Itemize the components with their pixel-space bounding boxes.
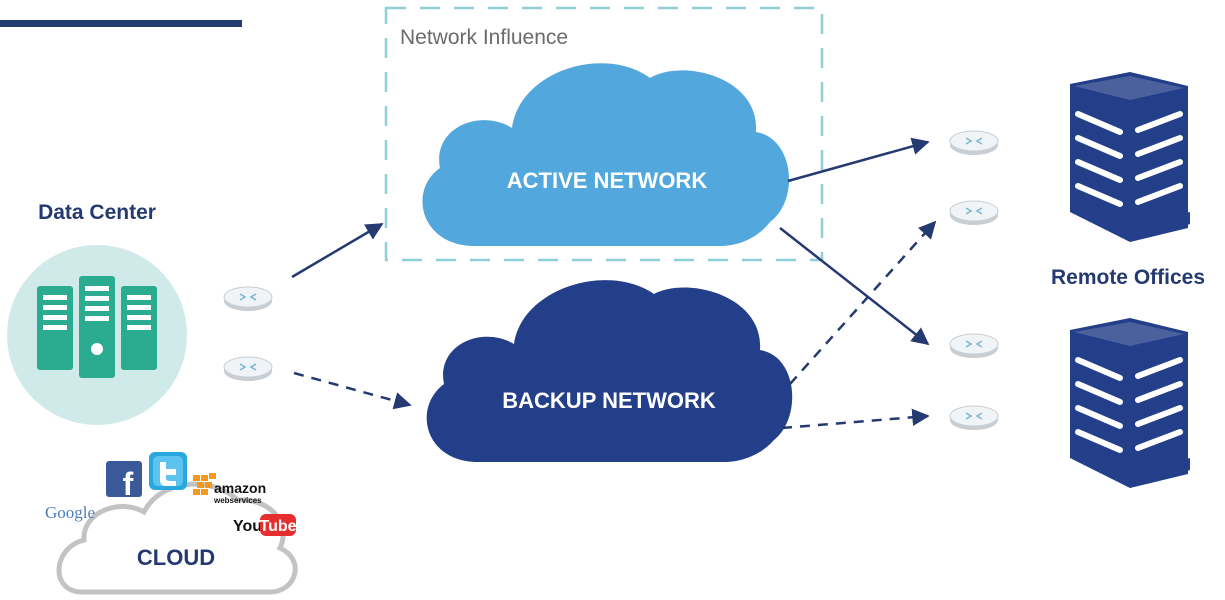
router-office1-backup (949, 200, 999, 225)
youtube-tube: Tube (259, 518, 296, 535)
youtube-icon: You Tube (233, 514, 297, 536)
router-office2-active (949, 333, 999, 358)
arrow-active-to-office1 (787, 137, 930, 183)
router-office2-backup (949, 405, 999, 430)
youtube-you: You (233, 518, 262, 535)
router-dc-active (223, 286, 273, 311)
arrow-backup-to-office2 (781, 408, 930, 430)
arrow-dc-to-backup (293, 371, 412, 410)
office-building-icon (1070, 72, 1190, 242)
backup-network-cloud: BACKUP NETWORK (426, 280, 793, 462)
arrow-dc-to-active (291, 222, 384, 279)
router-dc-backup (223, 356, 273, 381)
influence-box-label: Network Influence (400, 26, 568, 49)
data-center: Data Center (7, 201, 187, 425)
arrow-active-to-office2 (779, 227, 930, 346)
backup-network-cloud-shape (426, 280, 793, 462)
backup-network-label: BACKUP NETWORK (502, 388, 716, 413)
facebook-icon: f (106, 461, 142, 502)
twitter-icon (149, 452, 187, 490)
active-network-cloud: ACTIVE NETWORK (422, 63, 790, 247)
router-office1-active (949, 130, 999, 155)
public-cloud-label: CLOUD (137, 545, 215, 570)
arrow-backup-to-office1 (789, 220, 937, 385)
office-building-icon (1070, 318, 1190, 488)
amazon-text: amazon (214, 480, 266, 496)
active-network-cloud-shape (422, 63, 790, 247)
amazon-subtext: webservices (213, 496, 262, 505)
influence-box-border (384, 6, 824, 262)
network-influence-box: Network Influence (384, 6, 824, 262)
svg-text:f: f (123, 466, 134, 502)
google-logo: Google (45, 503, 95, 522)
server-rack-icon (37, 276, 157, 378)
data-center-label: Data Center (38, 201, 156, 224)
amazon-web-services-icon: amazon webservices (193, 473, 266, 505)
remote-offices-label: Remote Offices (1051, 266, 1205, 289)
active-network-label: ACTIVE NETWORK (507, 168, 708, 193)
header-bar (0, 20, 242, 27)
public-cloud: CLOUD f amazon webservices Google (45, 452, 298, 595)
